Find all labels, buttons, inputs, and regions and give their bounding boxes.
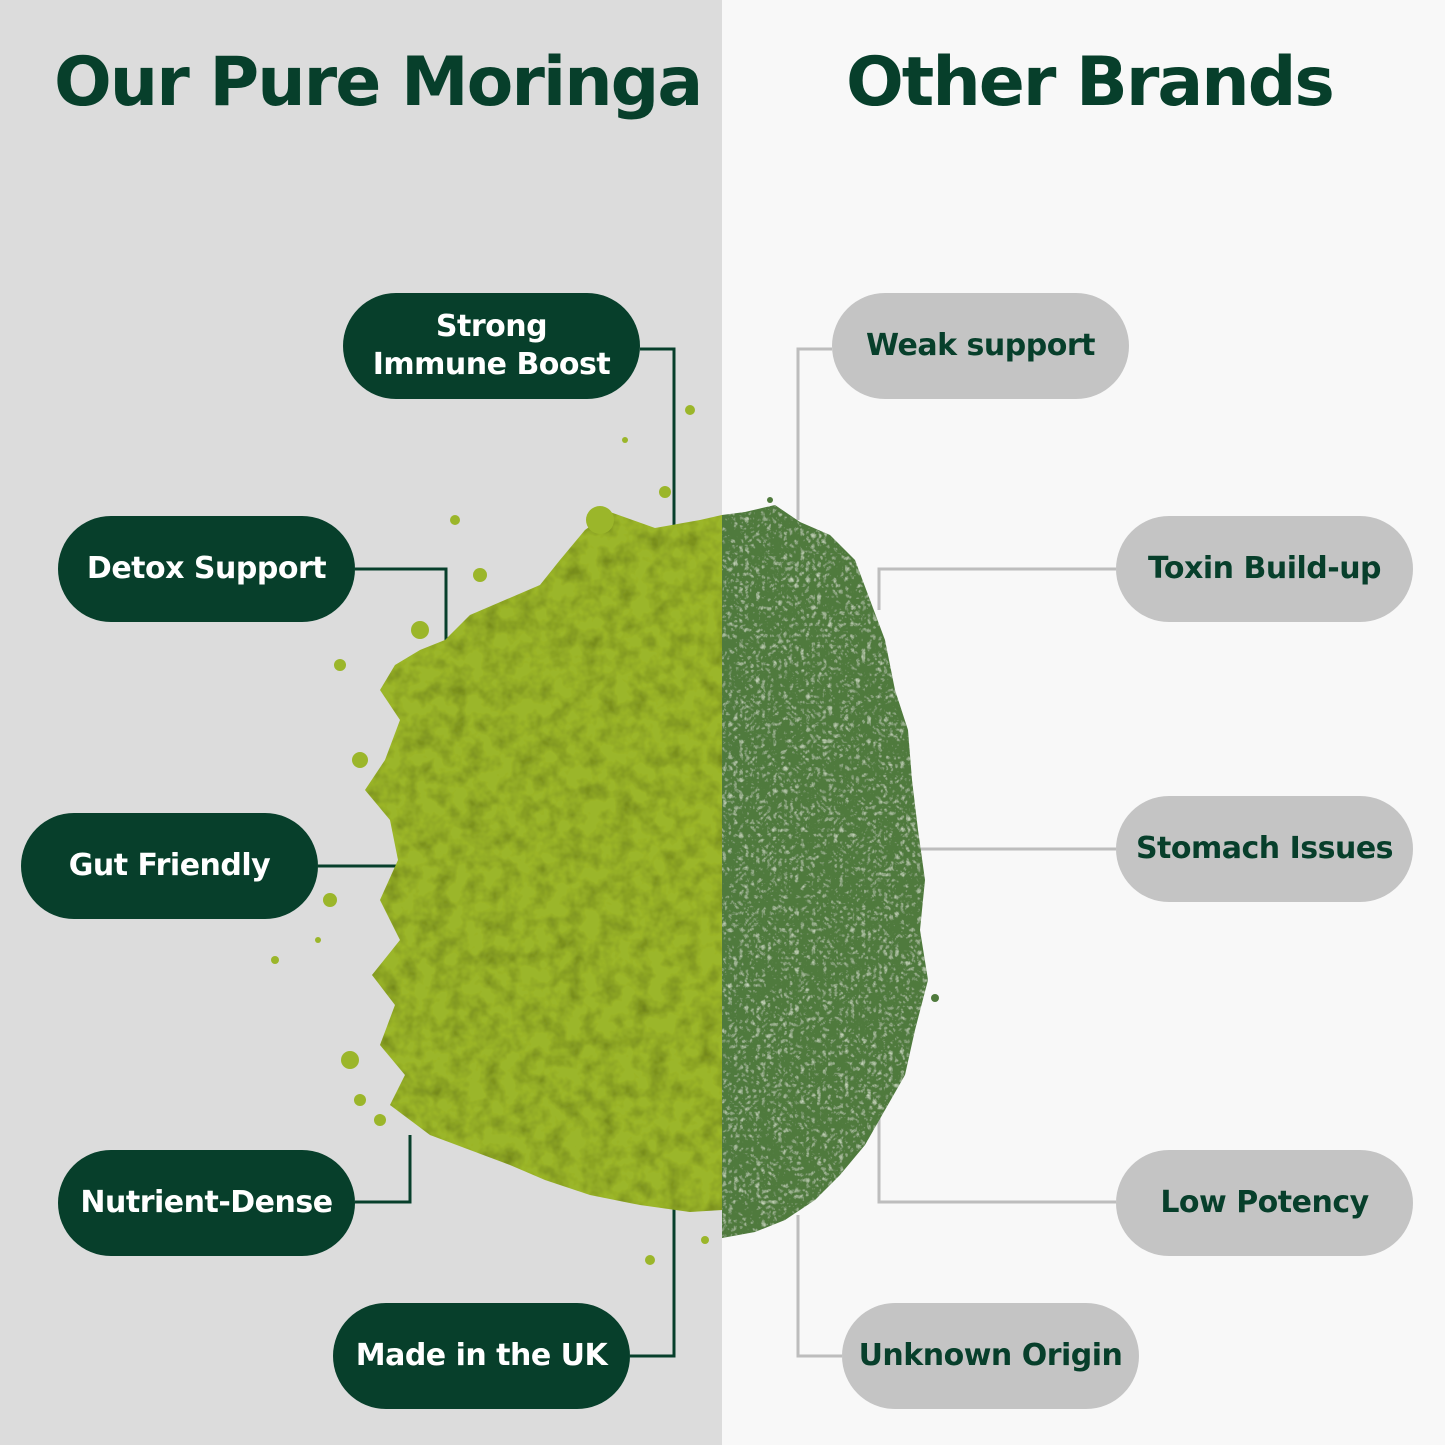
connector-unknown-origin [796,1215,842,1358]
drawback-label: Stomach Issues [1135,831,1394,866]
right-connectors [796,347,1116,1358]
connector-detox-support [355,567,448,650]
drawback-pill-toxin-build-up: Toxin Build-up [1116,516,1413,622]
left-connectors [318,347,676,1358]
our-moringa-title: Our Pure Moringa [54,43,703,122]
benefit-label: Made in the UK [355,1338,608,1373]
drawback-label: Low Potency [1160,1185,1369,1220]
benefit-label: Detox Support [86,551,327,586]
drawback-pill-weak-support: Weak support [832,293,1129,399]
benefit-pill-immune-boost: Strong Immune Boost [343,293,640,399]
benefit-label: Nutrient-Dense [80,1185,333,1220]
connector-immune-boost [640,347,676,540]
connector-low-potency [877,1105,1116,1204]
benefit-label: Strong Immune Boost [372,309,611,382]
drawback-pill-unknown-origin: Unknown Origin [842,1303,1139,1409]
drawback-pill-low-potency: Low Potency [1116,1150,1413,1256]
benefit-pill-gut-friendly: Gut Friendly [21,813,318,919]
drawback-label: Unknown Origin [858,1338,1123,1373]
connector-made-in-uk [630,1170,676,1358]
benefit-label: Gut Friendly [68,848,271,883]
moringa-powder-pile [271,405,722,1265]
connector-nutrient-dense [355,1135,412,1204]
drawback-pill-stomach-issues: Stomach Issues [1116,796,1413,902]
dried-leaf-pile [722,497,939,1238]
benefit-pill-detox-support: Detox Support [58,516,355,622]
other-brands-title: Other Brands [846,43,1335,122]
drawback-label: Weak support [866,328,1095,363]
drawback-label: Toxin Build-up [1147,551,1382,586]
benefit-pill-made-in-uk: Made in the UK [333,1303,630,1409]
connector-toxin-build-up [877,567,1116,610]
benefit-pill-nutrient-dense: Nutrient-Dense [58,1150,355,1256]
connector-weak-support [796,347,832,520]
